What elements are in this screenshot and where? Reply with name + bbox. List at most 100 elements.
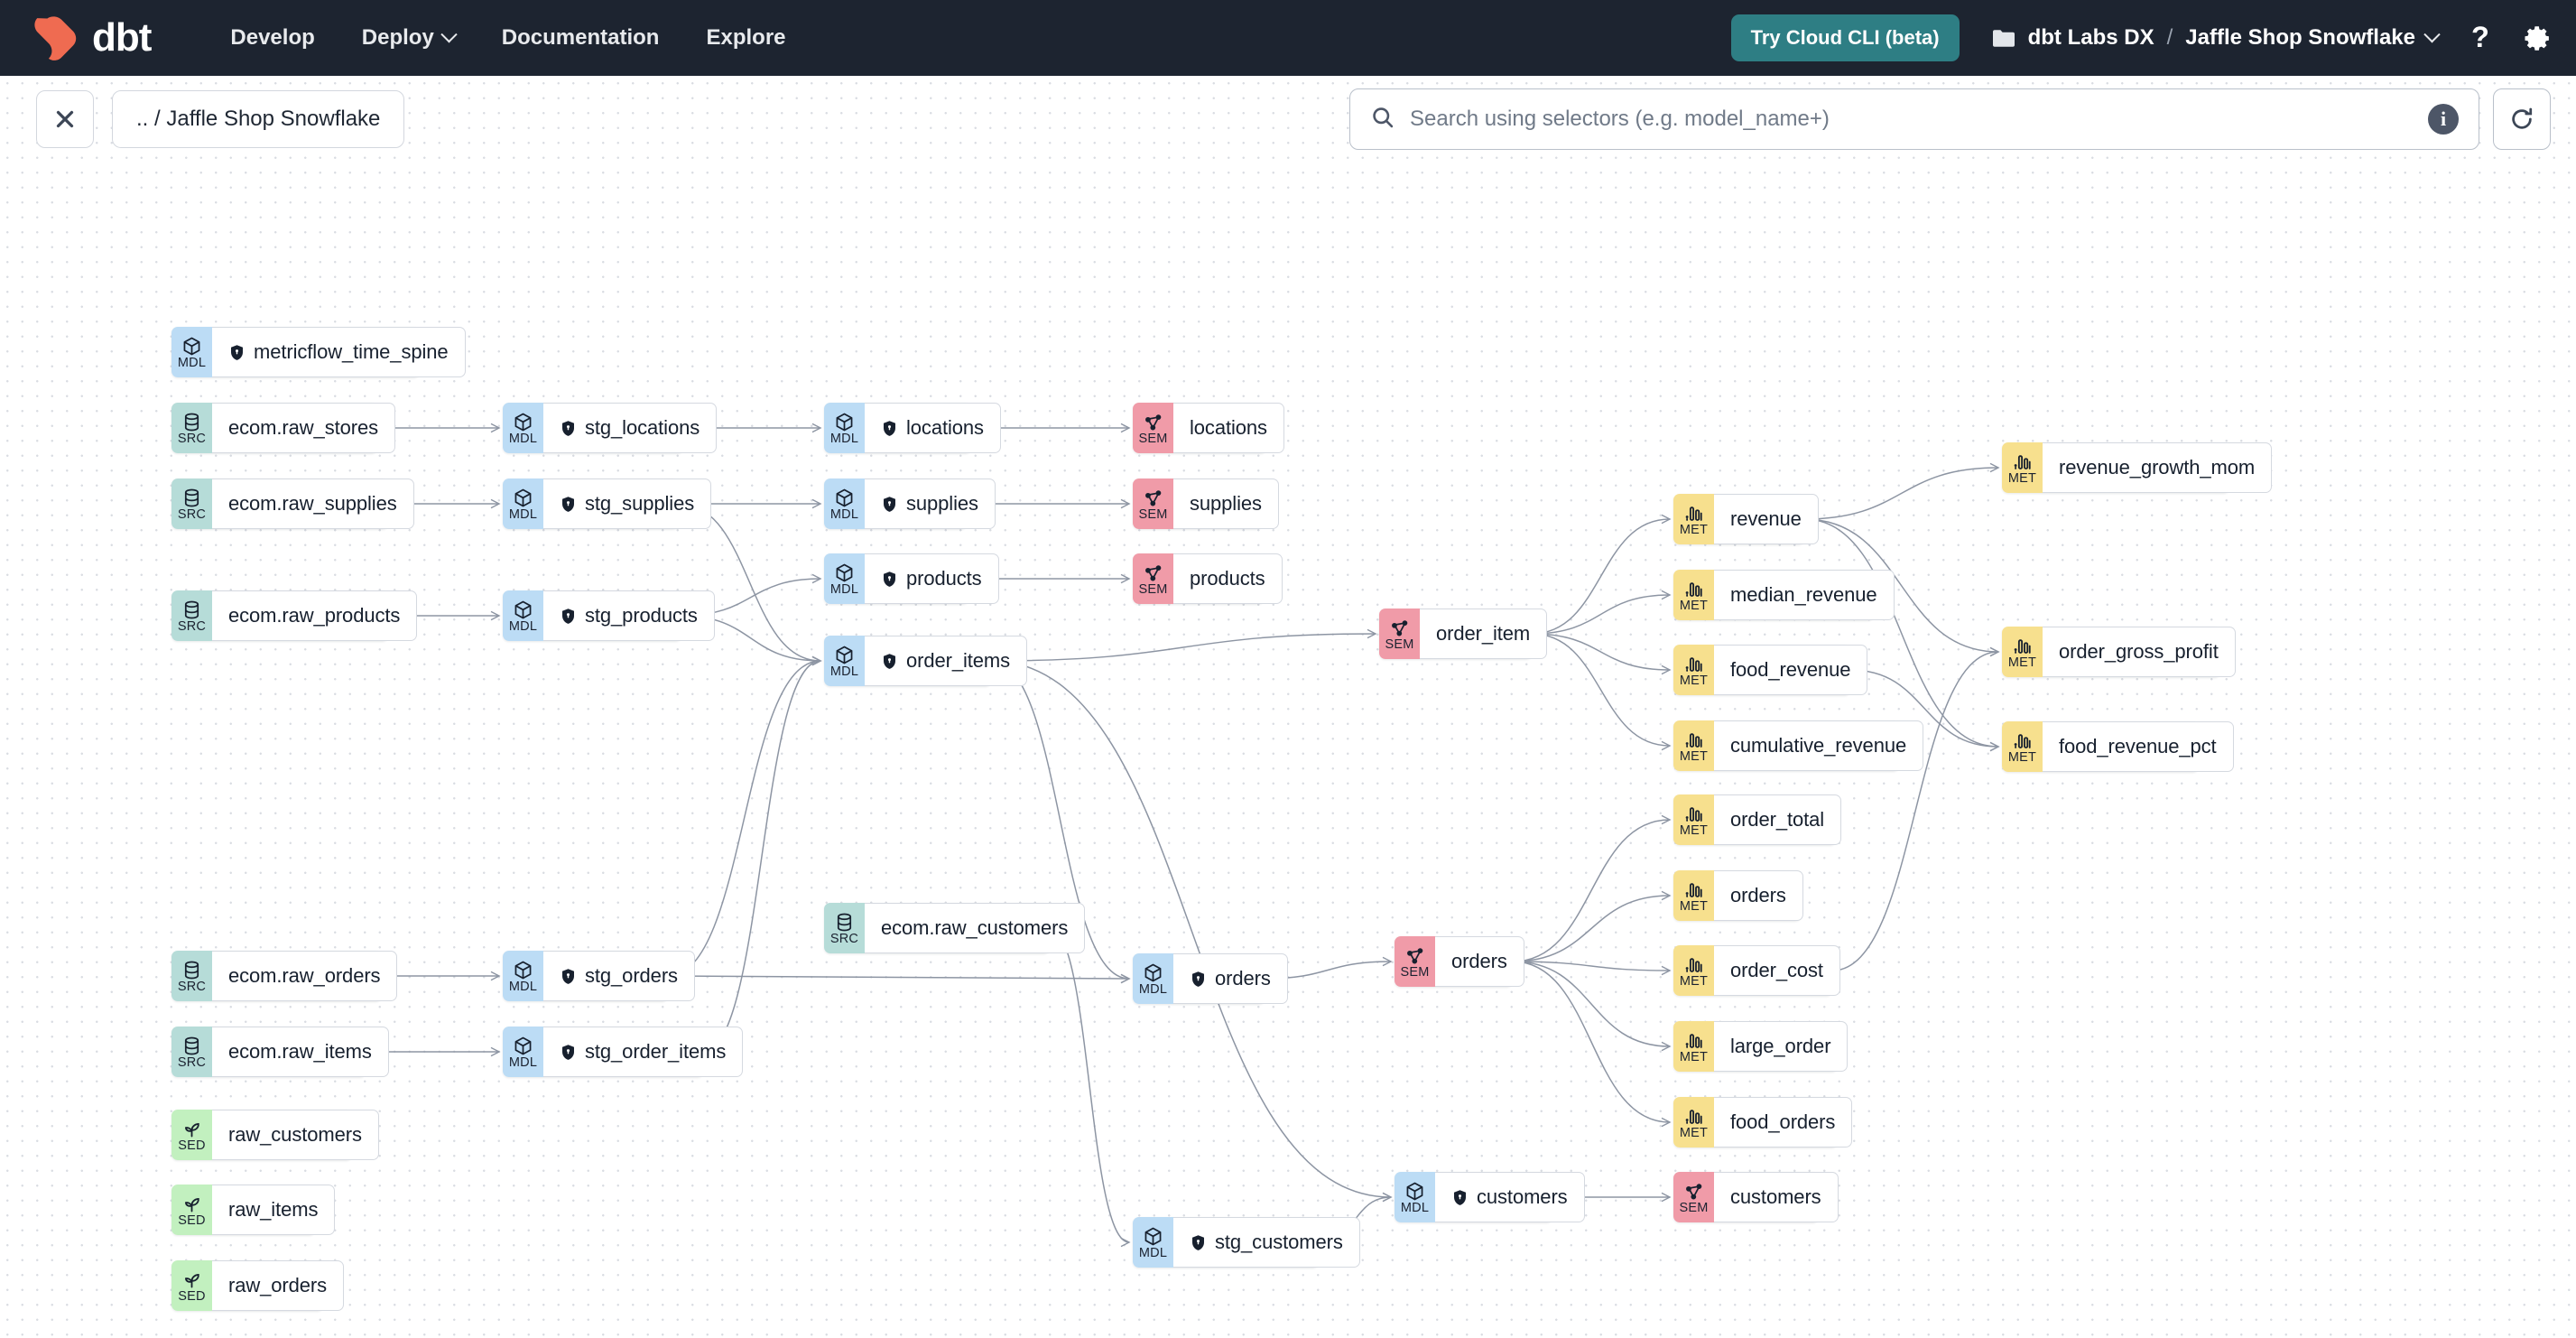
edge-arrowhead xyxy=(1661,740,1672,751)
graph-node-stg_supplies[interactable]: MDL stg_supplies xyxy=(503,479,712,529)
edge-arrowhead xyxy=(1661,890,1672,901)
node-type-label: MET xyxy=(2007,655,2037,671)
nav-item-explore[interactable]: Explore xyxy=(682,16,809,60)
graph-node-label: stg_products xyxy=(585,604,698,627)
graph-node-body: supplies xyxy=(865,479,996,529)
graph-node-customers_mdl[interactable]: MDL customers xyxy=(1395,1172,1585,1222)
graph-node-label: revenue_growth_mom xyxy=(2059,456,2256,479)
graph-node-products[interactable]: MDL products xyxy=(824,553,999,604)
graph-node-label: stg_order_items xyxy=(585,1040,727,1063)
nav-item-documentation[interactable]: Documentation xyxy=(478,16,683,60)
breadcrumb-project-dropdown[interactable]: Jaffle Shop Snowflake xyxy=(2185,25,2441,51)
dbt-logo[interactable]: dbt xyxy=(31,14,152,61)
info-icon[interactable]: i xyxy=(2428,104,2459,135)
edge-met_revenue-to-met_food_revenue_pct xyxy=(1803,518,1999,748)
edge-met_revenue-to-met_revenue_growth_mom xyxy=(1803,467,1999,520)
graph-nodes-icon: SEM xyxy=(1379,609,1420,659)
edge-arrowhead xyxy=(490,423,501,433)
graph-node-stg_locations[interactable]: MDL stg_locations xyxy=(503,403,718,453)
refresh-button[interactable] xyxy=(2493,88,2551,150)
graph-node-label: products xyxy=(906,567,982,590)
edge-arrowhead xyxy=(1989,462,2000,473)
edge-order_items-to-customers_mdl xyxy=(990,660,1392,1198)
edge-sem_order_item-to-met_median_revenue xyxy=(1531,594,1671,635)
graph-node-metricflow_time_spine[interactable]: MDL metricflow_time_spine xyxy=(171,327,466,377)
top-navigation-bar: dbt Develop Deploy Documentation Explore… xyxy=(0,0,2576,76)
graph-toolbar: .. / Jaffle Shop Snowflake i xyxy=(0,76,2576,152)
node-type-label: MET xyxy=(1679,749,1709,765)
graph-node-orders_mdl[interactable]: MDL orders xyxy=(1133,953,1288,1004)
bar-chart-icon: MET xyxy=(1673,720,1714,771)
graph-node-body: revenue_growth_mom xyxy=(2043,442,2273,493)
seedling-icon: SED xyxy=(171,1110,212,1160)
shield-icon xyxy=(560,1044,577,1061)
try-cloud-cli-button[interactable]: Try Cloud CLI (beta) xyxy=(1730,14,1960,61)
node-type-label: SRC xyxy=(177,619,207,635)
graph-node-label: order_items xyxy=(906,649,1011,672)
shield-icon xyxy=(560,968,577,985)
breadcrumb-path-pill[interactable]: .. / Jaffle Shop Snowflake xyxy=(112,90,405,148)
nav-item-deploy[interactable]: Deploy xyxy=(338,16,478,60)
graph-node-stg_orders[interactable]: MDL stg_orders xyxy=(503,951,695,1001)
node-type-label: SRC xyxy=(177,1055,207,1071)
gear-icon[interactable] xyxy=(2523,23,2553,53)
graph-node-stg_customers[interactable]: MDL stg_customers xyxy=(1133,1217,1360,1268)
graph-node-stg_products[interactable]: MDL stg_products xyxy=(503,590,715,641)
graph-node-order_items[interactable]: MDL order_items xyxy=(824,636,1028,686)
graph-node-label: food_revenue_pct xyxy=(2059,735,2217,757)
graph-node-body: metricflow_time_spine xyxy=(212,327,466,377)
graph-node-label: ecom.raw_customers xyxy=(881,916,1069,939)
graph-node-body: stg_products xyxy=(543,590,715,641)
node-type-label: SEM xyxy=(1138,582,1168,598)
svg-text:?: ? xyxy=(2471,23,2489,53)
help-circle-icon[interactable]: ? xyxy=(2465,23,2496,53)
nav-item-develop[interactable]: Develop xyxy=(207,16,338,60)
graph-node-supplies[interactable]: MDL supplies xyxy=(824,479,996,529)
breadcrumb-account[interactable]: dbt Labs DX xyxy=(2027,25,2154,50)
node-type-label: SEM xyxy=(1385,637,1414,653)
edge-arrowhead xyxy=(1661,514,1672,525)
nav-label-deploy: Deploy xyxy=(361,25,434,50)
graph-node-body: median_revenue xyxy=(1714,570,1895,620)
edge-arrowhead xyxy=(1120,498,1131,509)
edge-sem_order_item-to-met_cumulative_revenue xyxy=(1531,633,1671,747)
search-input[interactable] xyxy=(1410,107,2428,132)
close-button[interactable] xyxy=(36,90,94,148)
search-bar[interactable]: i xyxy=(1349,88,2479,150)
shield-icon xyxy=(881,420,898,437)
graph-node-stg_order_items[interactable]: MDL stg_order_items xyxy=(503,1027,744,1077)
shield-icon xyxy=(881,653,898,670)
graph-node-body: locations xyxy=(865,403,1001,453)
database-icon: SRC xyxy=(171,590,212,641)
topbar-right-group: Try Cloud CLI (beta) dbt Labs DX / Jaffl… xyxy=(1730,14,2553,61)
graph-node-locations[interactable]: MDL locations xyxy=(824,403,1001,453)
